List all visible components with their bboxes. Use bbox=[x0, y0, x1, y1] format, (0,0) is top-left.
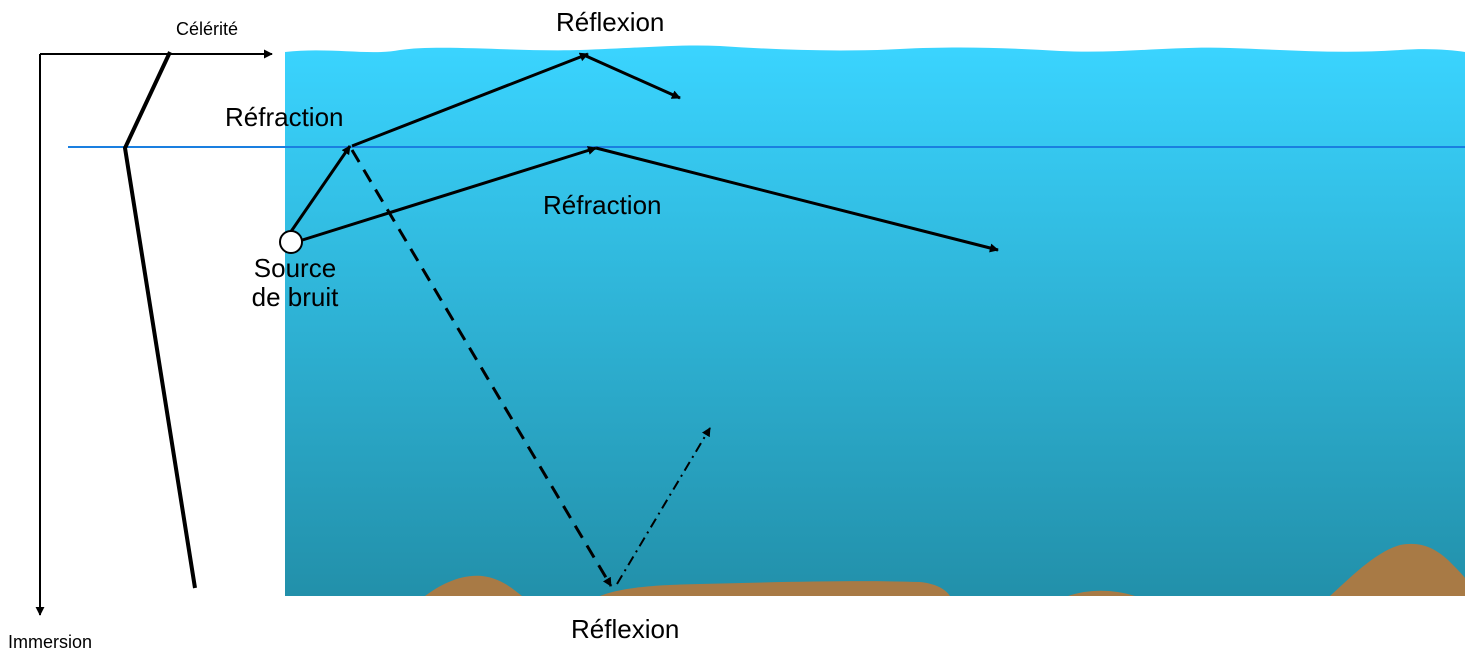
water-body bbox=[285, 45, 1465, 597]
reflection-bottom-label: Réflexion bbox=[571, 614, 680, 644]
reflection-surface-label: Réflexion bbox=[556, 7, 665, 37]
refraction-upper-label: Réfraction bbox=[225, 102, 344, 132]
ray-refracted-to-surface bbox=[351, 52, 589, 148]
ray-surface-reflection bbox=[585, 54, 681, 100]
ray-dashdot-seabed-reflection bbox=[616, 427, 711, 585]
seabed-mound-4 bbox=[1330, 543, 1465, 596]
immersion-axis-label: Immersion bbox=[8, 632, 93, 652]
seabed-mound-1 bbox=[425, 575, 522, 596]
sound-speed-profile bbox=[122, 51, 197, 589]
ray-refracted-downward bbox=[595, 146, 999, 253]
refraction-lower-label: Réfraction bbox=[543, 190, 662, 220]
noise-source-label-line1: Source bbox=[253, 253, 337, 283]
seabed-mound-3 bbox=[1068, 590, 1135, 596]
noise-source-label: Source de bruit bbox=[236, 254, 354, 311]
ray-dashed-to-seabed bbox=[350, 149, 613, 587]
celerity-axis-label: Célérité bbox=[176, 19, 239, 39]
ray-source-to-thermocline-2 bbox=[295, 146, 597, 244]
noise-source-label-line2: de bruit bbox=[251, 281, 339, 312]
ray-source-to-thermocline bbox=[288, 145, 352, 234]
seabed-mound-2 bbox=[600, 581, 950, 596]
noise-source-marker bbox=[279, 230, 303, 254]
